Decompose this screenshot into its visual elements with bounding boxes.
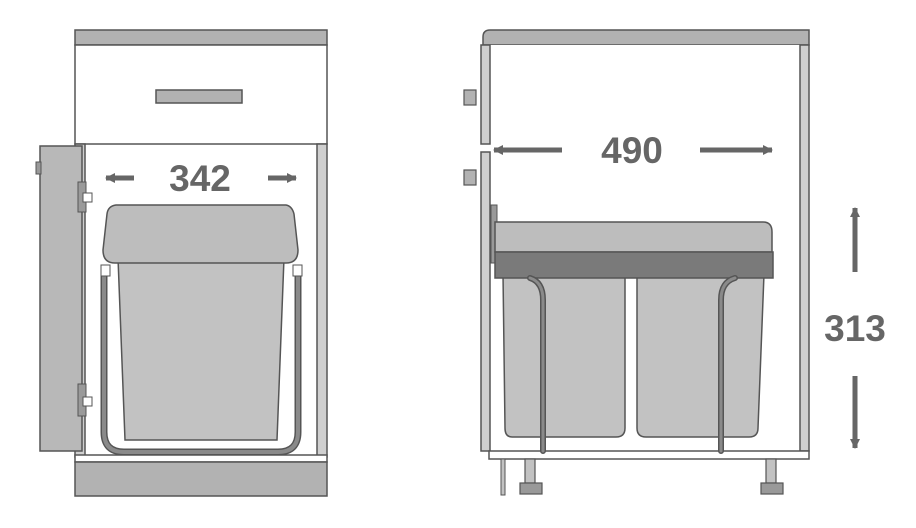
side-bottom-shelf <box>488 450 810 460</box>
hinge-bottom-plate <box>82 396 93 407</box>
side-top-panel <box>482 29 810 46</box>
side-bin-front <box>502 273 626 438</box>
foot-3-leg <box>765 458 777 484</box>
depth-dimension-label: 490 <box>601 130 663 171</box>
foot-2-pad <box>519 482 543 495</box>
side-lid-rail <box>494 251 774 279</box>
side-rod-front-inner <box>528 276 545 453</box>
front-bottom-shelf <box>74 454 328 463</box>
hinge-top-plate <box>82 192 93 203</box>
front-plinth <box>74 461 328 497</box>
front-view: 342 <box>35 29 328 497</box>
open-door <box>39 145 83 452</box>
front-right-side <box>316 143 328 458</box>
front-wire-frame-inner <box>102 272 300 454</box>
front-top-panel <box>74 29 328 46</box>
foot-1-leg <box>500 458 506 496</box>
frame-clip-right <box>292 264 303 277</box>
side-stub-upper <box>463 89 477 106</box>
side-front-lower <box>480 151 491 452</box>
height-dimension-label: 313 <box>824 308 886 349</box>
side-view: 490 313 <box>463 29 886 496</box>
side-front-upper <box>480 44 491 145</box>
front-bin-body <box>117 257 285 441</box>
side-lid-top <box>494 221 773 253</box>
width-dimension-label: 342 <box>169 158 231 199</box>
foot-3-pad <box>760 482 784 495</box>
side-rod-rear-inner <box>719 276 737 453</box>
door-edge <box>35 161 42 175</box>
foot-2-leg <box>524 458 536 484</box>
side-back-panel <box>799 44 810 452</box>
front-bin-lid <box>102 204 299 264</box>
side-stub-lower <box>463 169 477 186</box>
side-bin-rear <box>636 273 765 438</box>
frame-clip-left <box>100 264 111 277</box>
drawer-handle <box>155 89 243 104</box>
